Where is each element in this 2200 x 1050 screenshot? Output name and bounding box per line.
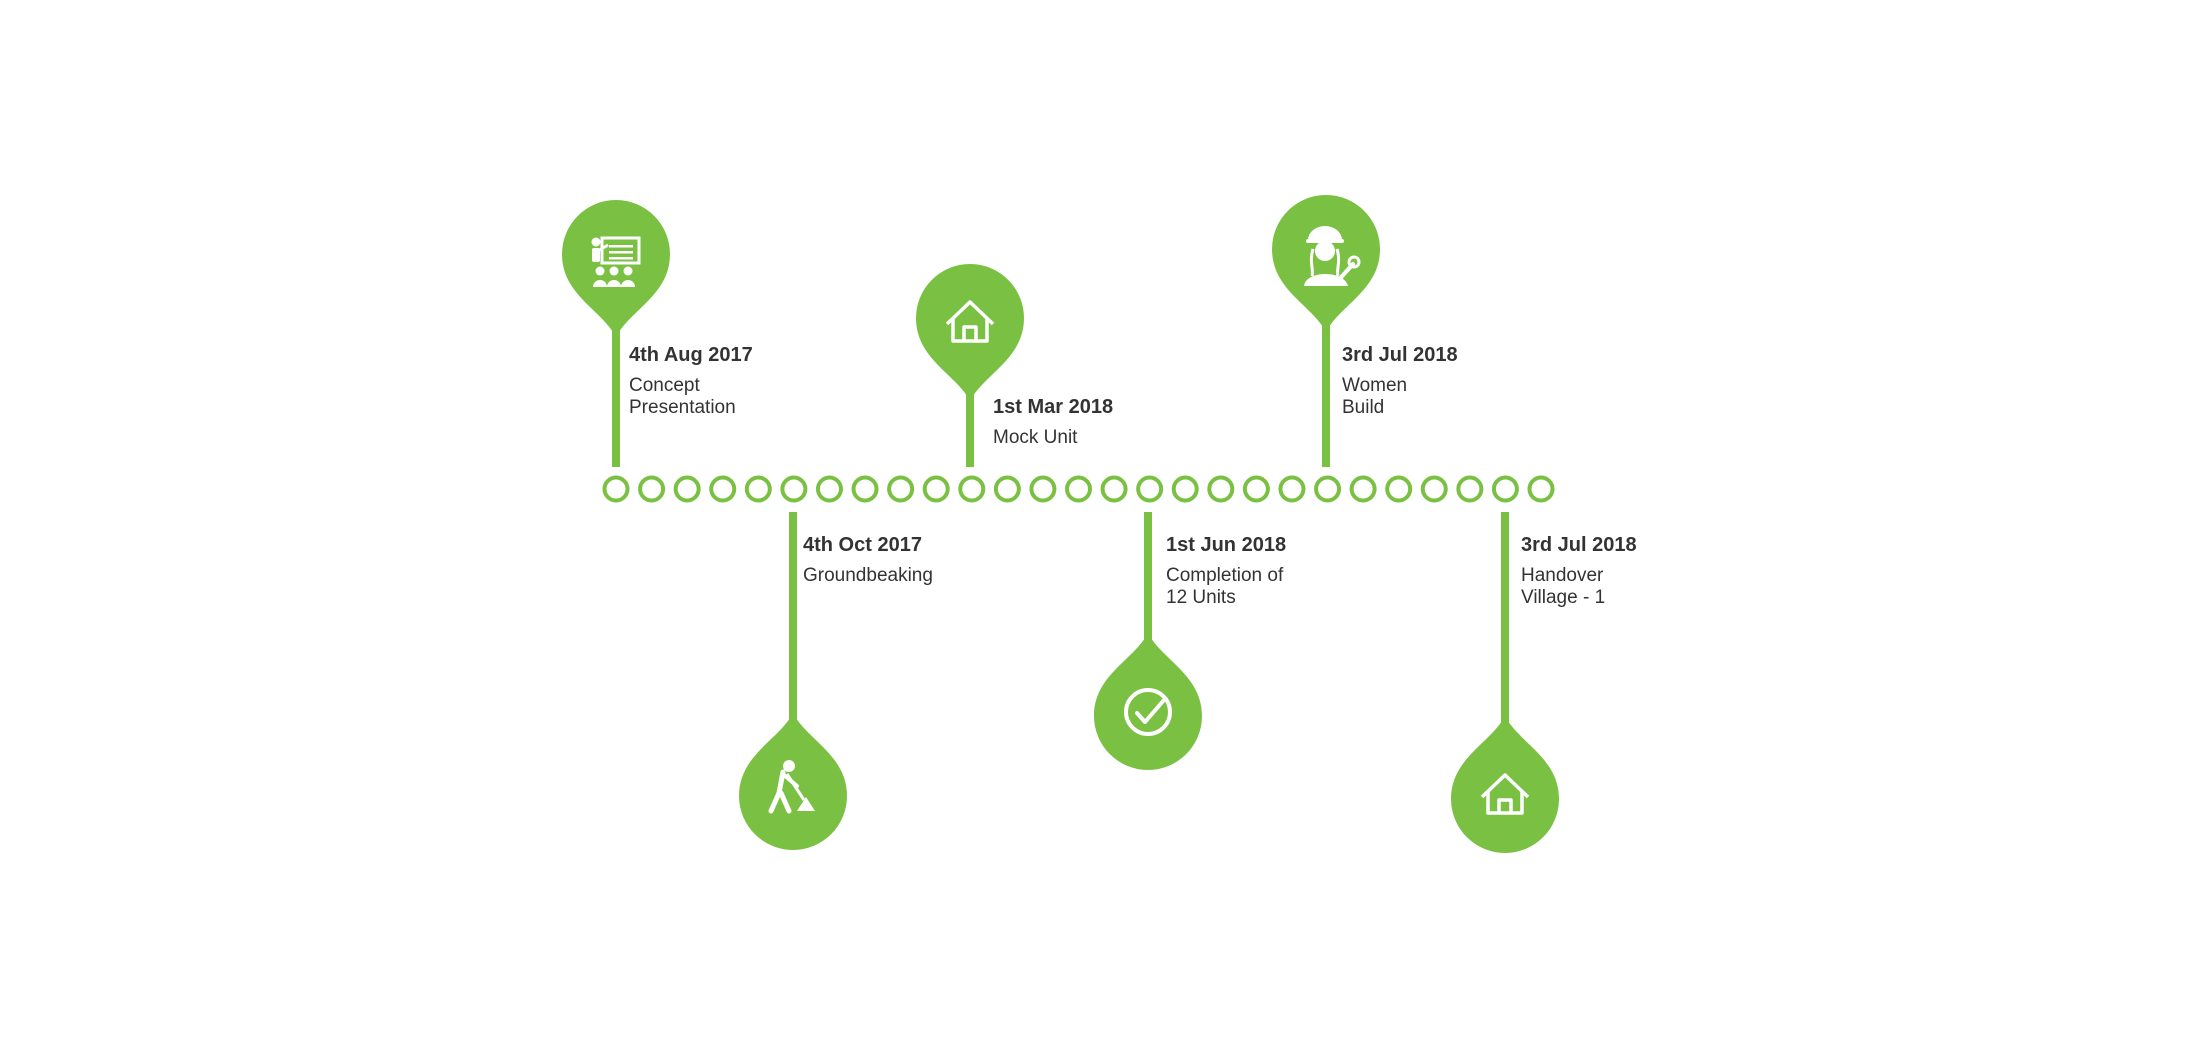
timeline-dot <box>1171 475 1199 503</box>
timeline-dot <box>744 475 772 503</box>
timeline-dot <box>1065 475 1092 503</box>
milestone-date: 3rd Jul 2018 <box>1521 534 1637 556</box>
timeline-dot <box>922 475 950 503</box>
timeline-dot <box>993 475 1021 503</box>
timeline-dot <box>1527 475 1555 503</box>
milestone-completion <box>1094 512 1202 770</box>
milestone-mockunit <box>916 264 1024 467</box>
milestone-label-concept: 4th Aug 2017 Concept Presentation <box>629 343 753 419</box>
milestone-title: Completion of 12 Units <box>1166 565 1284 608</box>
timeline-dot <box>1242 475 1270 503</box>
milestone-groundbreaking <box>739 512 847 850</box>
timeline-dot <box>1278 475 1306 503</box>
timeline-dots <box>602 475 1555 503</box>
timeline-dot <box>673 475 701 503</box>
timeline-dot <box>1420 475 1448 503</box>
timeline-dot <box>1207 475 1235 503</box>
timeline-dot <box>958 475 986 503</box>
milestone-date: 1st Jun 2018 <box>1166 534 1287 556</box>
timeline-dot <box>638 475 666 503</box>
timeline-dot <box>1029 475 1057 503</box>
timeline-dot <box>780 475 808 503</box>
milestone-date: 1st Mar 2018 <box>993 396 1114 418</box>
timeline-dot <box>1100 475 1128 503</box>
milestone-concept <box>562 200 670 467</box>
pin-marker <box>1451 716 1559 853</box>
timeline-dot <box>1491 475 1519 503</box>
milestone-date: 3rd Jul 2018 <box>1342 344 1458 366</box>
timeline-dot <box>1136 475 1164 503</box>
digging-worker-icon <box>768 760 815 814</box>
timeline-dot <box>1385 475 1413 503</box>
check-circle-icon <box>1124 688 1172 736</box>
timeline-dot <box>815 475 843 503</box>
timeline-dot <box>1456 475 1484 503</box>
milestone-title: Mock Unit <box>993 427 1078 448</box>
timeline-dot <box>1349 475 1377 503</box>
milestone-handover <box>1451 512 1559 853</box>
milestone-date: 4th Oct 2017 <box>803 534 922 556</box>
timeline-dot <box>887 475 915 503</box>
pin-marker <box>1094 633 1202 770</box>
house-icon <box>1480 773 1530 815</box>
timeline-dot <box>851 475 879 503</box>
presentation-icon <box>591 236 641 287</box>
pin-marker <box>916 264 1024 401</box>
timeline-dot <box>602 475 630 503</box>
milestone-title: Women Build <box>1342 375 1408 418</box>
milestone-title: Handover Village - 1 <box>1521 565 1606 608</box>
milestone-title: Groundbeaking <box>803 565 933 586</box>
timeline-dot <box>709 475 737 503</box>
pin-marker <box>1272 195 1380 332</box>
house-icon <box>945 300 995 343</box>
woman-builder-icon <box>1304 226 1361 286</box>
milestone-womenbuild <box>1272 195 1380 467</box>
milestone-label-mockunit: 1st Mar 2018 Mock Unit <box>993 395 1113 449</box>
milestone-date: 4th Aug 2017 <box>629 344 753 366</box>
milestone-title: Concept Presentation <box>629 375 736 418</box>
milestone-label-completion: 1st Jun 2018 Completion of 12 Units <box>1166 533 1286 609</box>
milestone-label-womenbuild: 3rd Jul 2018 Women Build <box>1342 343 1458 419</box>
timeline-dot <box>1314 475 1342 503</box>
milestone-label-groundbreaking: 4th Oct 2017 Groundbeaking <box>803 533 933 587</box>
milestone-label-handover: 3rd Jul 2018 Handover Village - 1 <box>1521 533 1637 609</box>
